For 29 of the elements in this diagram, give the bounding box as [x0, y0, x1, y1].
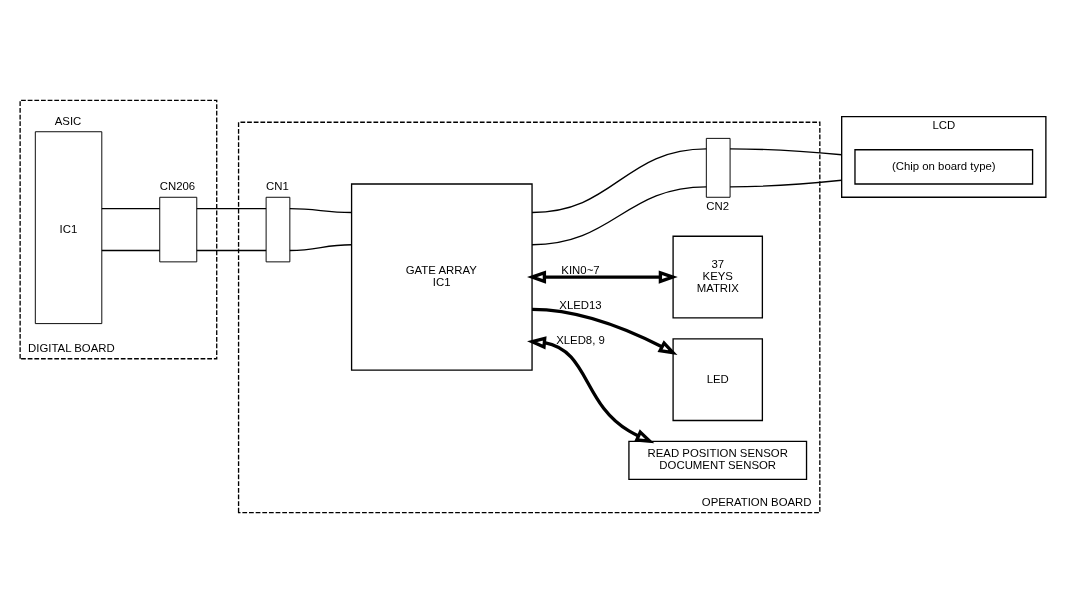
arrow [527, 336, 655, 444]
connector [196, 249, 267, 252]
connector [101, 208, 161, 210]
arrow [527, 270, 678, 284]
connector [531, 186, 707, 246]
connector [196, 208, 267, 210]
connector [729, 148, 843, 156]
node-label: CN2 [706, 200, 730, 213]
connector [101, 249, 161, 252]
node-label: CN1 [266, 180, 289, 193]
edge-label: XLED13 [559, 298, 602, 311]
node-box [159, 196, 198, 263]
connector [531, 148, 707, 214]
node-label: CN206 [159, 180, 196, 193]
connector [729, 179, 843, 188]
node-box [265, 196, 291, 263]
connector [289, 244, 353, 252]
node-box: 37 KEYS MATRIX [672, 235, 764, 319]
node-label: ASIC [54, 114, 82, 127]
edge-label: XLED8, 9 [556, 334, 605, 347]
connector [289, 208, 353, 214]
node-box: LED [672, 338, 764, 422]
node-box: IC1 [34, 131, 103, 325]
node-box: GATE ARRAY IC1 [350, 183, 533, 371]
edge-label: KIN0~7 [561, 263, 600, 276]
node-box: (Chip on board type) [854, 149, 1034, 185]
arrow [532, 307, 678, 355]
node-box: READ POSITION SENSOR DOCUMENT SENSOR [628, 440, 808, 481]
node-box [705, 137, 731, 198]
